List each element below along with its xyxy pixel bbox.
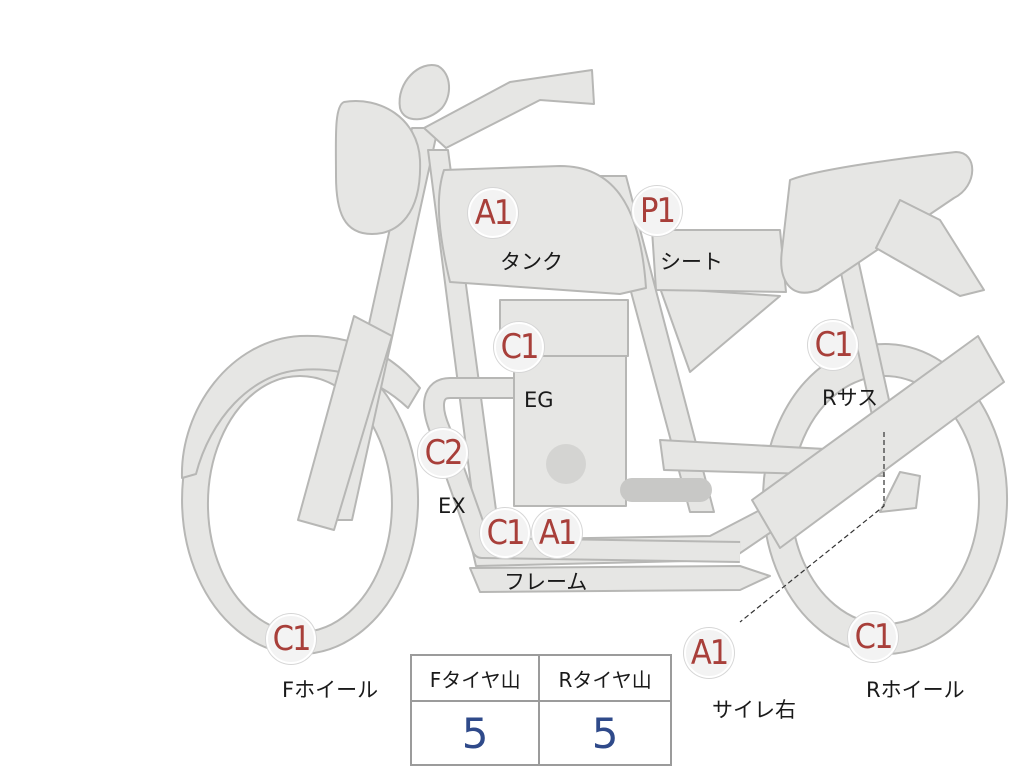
- silencer-code-badge: A1: [684, 628, 734, 678]
- leader-line: [739, 432, 885, 623]
- fork-lower-shape: [297, 315, 393, 531]
- frame-bottom-shape: [469, 565, 771, 593]
- exhaust-label: EX: [438, 494, 466, 518]
- engine-code-badge: C1: [494, 322, 544, 372]
- engine-cover-shape: [546, 444, 586, 484]
- headlight-top-shape: [398, 64, 450, 121]
- muffler-shape: [751, 335, 1005, 549]
- engine-label: EG: [524, 388, 554, 412]
- rear-tire-header: Rタイヤ山: [538, 654, 672, 702]
- front-wheel-code-badge: C1: [266, 614, 316, 664]
- tire-table-header-row: Fタイヤ山 Rタイヤ山: [409, 654, 672, 702]
- frame-label: フレーム: [504, 570, 588, 594]
- rear-wheel-code-badge: C1: [848, 612, 898, 662]
- handlebar-shape: [423, 69, 595, 149]
- tire-table-value-row: 5 5: [409, 700, 672, 766]
- rear-shock-code-badge: C1: [808, 320, 858, 370]
- front-wheel-label: Fホイール: [282, 678, 379, 702]
- rear-shock-label: Rサス: [822, 386, 879, 410]
- seat-code-badge: P1: [632, 186, 682, 236]
- muffler-end-shape: [879, 471, 921, 513]
- rear-tire-value: 5: [538, 700, 672, 766]
- frame-c1-code-badge: C1: [480, 508, 530, 558]
- seat-shape: [651, 229, 787, 293]
- tail-shape: [875, 199, 985, 297]
- seat-label: シート: [660, 250, 723, 274]
- tank-label: タンク: [500, 250, 563, 274]
- rear-cowl-shape: [780, 151, 974, 294]
- footpeg-shape: [620, 478, 712, 502]
- rear-wheel-label: Rホイール: [866, 678, 965, 702]
- side-panel-shape: [659, 287, 781, 373]
- frame-a1-code-badge: A1: [532, 508, 582, 558]
- front-tire-value: 5: [409, 700, 541, 766]
- silencer-label: サイレ右: [712, 698, 796, 722]
- tank-code-badge: A1: [468, 188, 518, 238]
- exhaust-code-badge: C2: [418, 428, 468, 478]
- tire-tread-table: Fタイヤ山 Rタイヤ山 5 5: [409, 654, 672, 766]
- headlight-shape: [334, 100, 422, 235]
- front-tire-header: Fタイヤ山: [409, 654, 541, 702]
